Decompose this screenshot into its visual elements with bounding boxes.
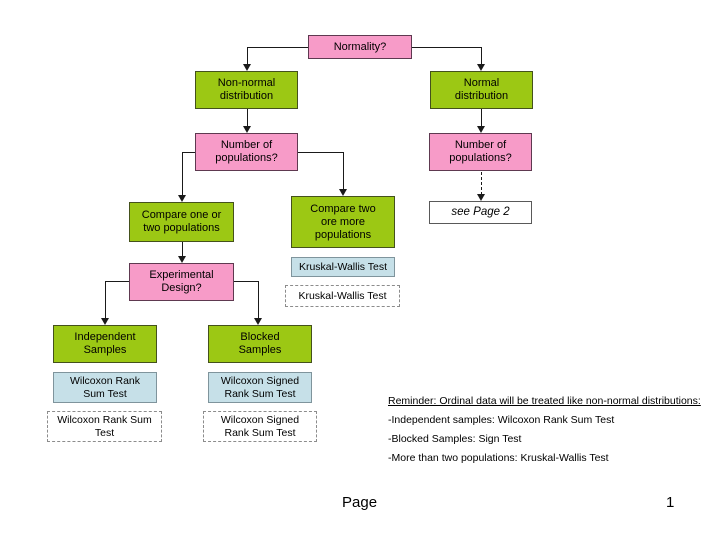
connector-expdesign-left-h xyxy=(105,281,129,282)
node-non-normal-distribution: Non-normal distribution xyxy=(195,71,298,109)
node-see-page-2: see Page 2 xyxy=(429,201,532,224)
connector-numpop-left-h xyxy=(182,152,195,153)
connector-normality-left-h xyxy=(247,47,308,48)
node-experimental-design: Experimental Design? xyxy=(129,263,234,301)
connector-expdesign-left-v xyxy=(105,281,106,319)
connector-expdesign-right-h xyxy=(234,281,258,282)
connector-numpop-right-branch-v xyxy=(343,152,344,190)
arrowhead-to-non-normal xyxy=(243,64,251,71)
arrowhead-to-experimental-design xyxy=(178,256,186,263)
connector-normality-right-h xyxy=(412,47,481,48)
node-independent-samples: Independent Samples xyxy=(53,325,157,363)
node-number-populations-right: Number of populations? xyxy=(429,133,532,171)
node-kruskal-wallis-solid: Kruskal-Wallis Test xyxy=(291,257,395,277)
node-wilcoxon-rank-dashed: Wilcoxon Rank Sum Test xyxy=(47,411,162,442)
arrowhead-to-compare-two-more xyxy=(339,189,347,196)
reminder-heading: Reminder: Ordinal data will be treated l… xyxy=(388,395,701,407)
node-compare-one-two: Compare one or two populations xyxy=(129,202,234,242)
reminder-block: Reminder: Ordinal data will be treated l… xyxy=(388,395,706,465)
reminder-item-more-than-two: -More than two populations: Kruskal-Wall… xyxy=(388,452,609,464)
connector-dashed-see-page-2 xyxy=(481,172,482,195)
arrowhead-to-numpop-right xyxy=(477,126,485,133)
reminder-item-independent: -Independent samples: Wilcoxon Rank Sum … xyxy=(388,414,615,426)
reminder-item-blocked: -Blocked Samples: Sign Test xyxy=(388,433,522,445)
node-compare-two-more: Compare two ore more populations xyxy=(291,196,395,248)
node-wilcoxon-rank-solid: Wilcoxon Rank Sum Test xyxy=(53,372,157,403)
node-normal-distribution: Normal distribution xyxy=(430,71,533,109)
connector-normality-left-v xyxy=(247,47,248,65)
node-number-populations-left: Number of populations? xyxy=(195,133,298,171)
node-blocked-samples: Blocked Samples xyxy=(208,325,312,363)
footer-page-label: Page xyxy=(342,494,378,511)
connector-expdesign-right-v xyxy=(258,281,259,319)
arrowhead-to-independent xyxy=(101,318,109,325)
footer-page-number: 1 xyxy=(666,494,675,511)
arrowhead-to-numpop-left xyxy=(243,126,251,133)
node-kruskal-wallis-dashed: Kruskal-Wallis Test xyxy=(285,285,400,307)
arrowhead-to-compare-one-two xyxy=(178,195,186,202)
connector-nonnormal-numpop-v xyxy=(247,109,248,127)
node-normality: Normality? xyxy=(308,35,412,59)
connector-numpop-right-branch-h xyxy=(298,152,343,153)
arrowhead-to-normal xyxy=(477,64,485,71)
arrowhead-to-blocked xyxy=(254,318,262,325)
node-wilcoxon-signed-dashed: Wilcoxon Signed Rank Sum Test xyxy=(203,411,317,442)
connector-normality-right-v xyxy=(481,47,482,65)
arrowhead-to-see-page-2 xyxy=(477,194,485,201)
connector-numpop-left-v xyxy=(182,152,183,196)
connector-compare-expdesign-v xyxy=(182,242,183,257)
connector-normal-numpop-v xyxy=(481,109,482,127)
node-wilcoxon-signed-solid: Wilcoxon Signed Rank Sum Test xyxy=(208,372,312,403)
